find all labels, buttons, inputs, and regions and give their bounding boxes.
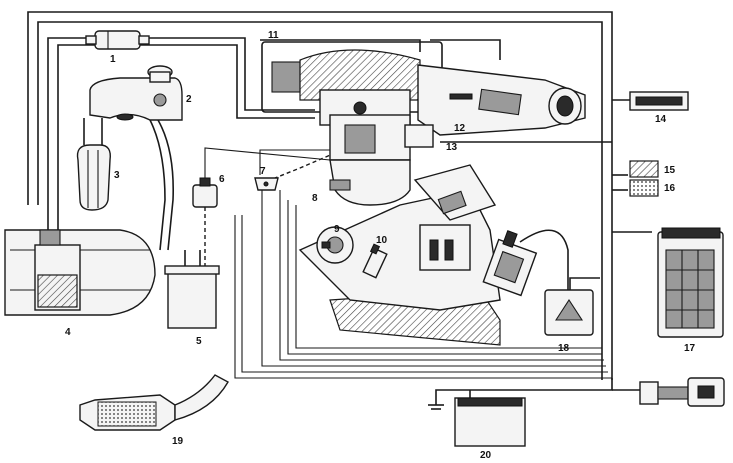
throttle-housing: [329, 101, 434, 161]
callout-2: 2: [186, 94, 192, 105]
fuel-filter: [85, 30, 150, 50]
distributor: [482, 230, 538, 297]
callout-6: 6: [219, 174, 225, 185]
relay-15: [629, 160, 659, 178]
battery: [454, 397, 526, 447]
fuel-injector: [362, 243, 388, 279]
callout-15: 15: [664, 165, 676, 176]
callout-9: 9: [334, 224, 340, 235]
charcoal-canister: [164, 250, 220, 329]
ignition-switch: [639, 377, 725, 407]
callout-11: 11: [268, 30, 279, 41]
callout-4: 4: [65, 327, 71, 338]
callout-10: 10: [376, 235, 388, 246]
electronic-control-unit: [657, 227, 724, 338]
air-flow-meter: [417, 64, 586, 136]
callout-20: 20: [480, 450, 492, 461]
engine-block: [298, 164, 501, 346]
callout-16: 16: [664, 183, 676, 194]
purge-valve: [192, 177, 218, 266]
callout-17: 17: [684, 343, 696, 354]
callout-5: 5: [196, 336, 202, 347]
callout-7: 7: [260, 166, 266, 177]
callout-1: 1: [110, 54, 116, 65]
fuel-pump-reservoir: [89, 65, 183, 121]
callout-13: 13: [446, 142, 458, 153]
relay-16: [629, 179, 659, 197]
callout-12: 12: [454, 123, 466, 134]
callout-19: 19: [172, 436, 184, 447]
callout-labels: 1 2 3 4 5 6 7 8 9 10 11 12 13 14 15 16 1…: [65, 30, 696, 461]
manifold-body: [329, 159, 411, 206]
ignition-coil: [544, 289, 594, 336]
callout-14: 14: [655, 114, 667, 125]
diagnostic-connector: [629, 91, 689, 111]
wiring-harness: [27, 11, 652, 410]
intake-manifold: [261, 41, 443, 126]
callout-8: 8: [312, 193, 318, 204]
fuel-line-bundle: [76, 118, 175, 251]
fuel-tank: [4, 229, 156, 316]
pressure-sensor: [254, 177, 279, 191]
coolant-temperature-sensor: [316, 226, 354, 264]
callout-3: 3: [114, 170, 120, 181]
callout-18: 18: [558, 343, 570, 354]
catalytic-converter: [79, 374, 229, 431]
